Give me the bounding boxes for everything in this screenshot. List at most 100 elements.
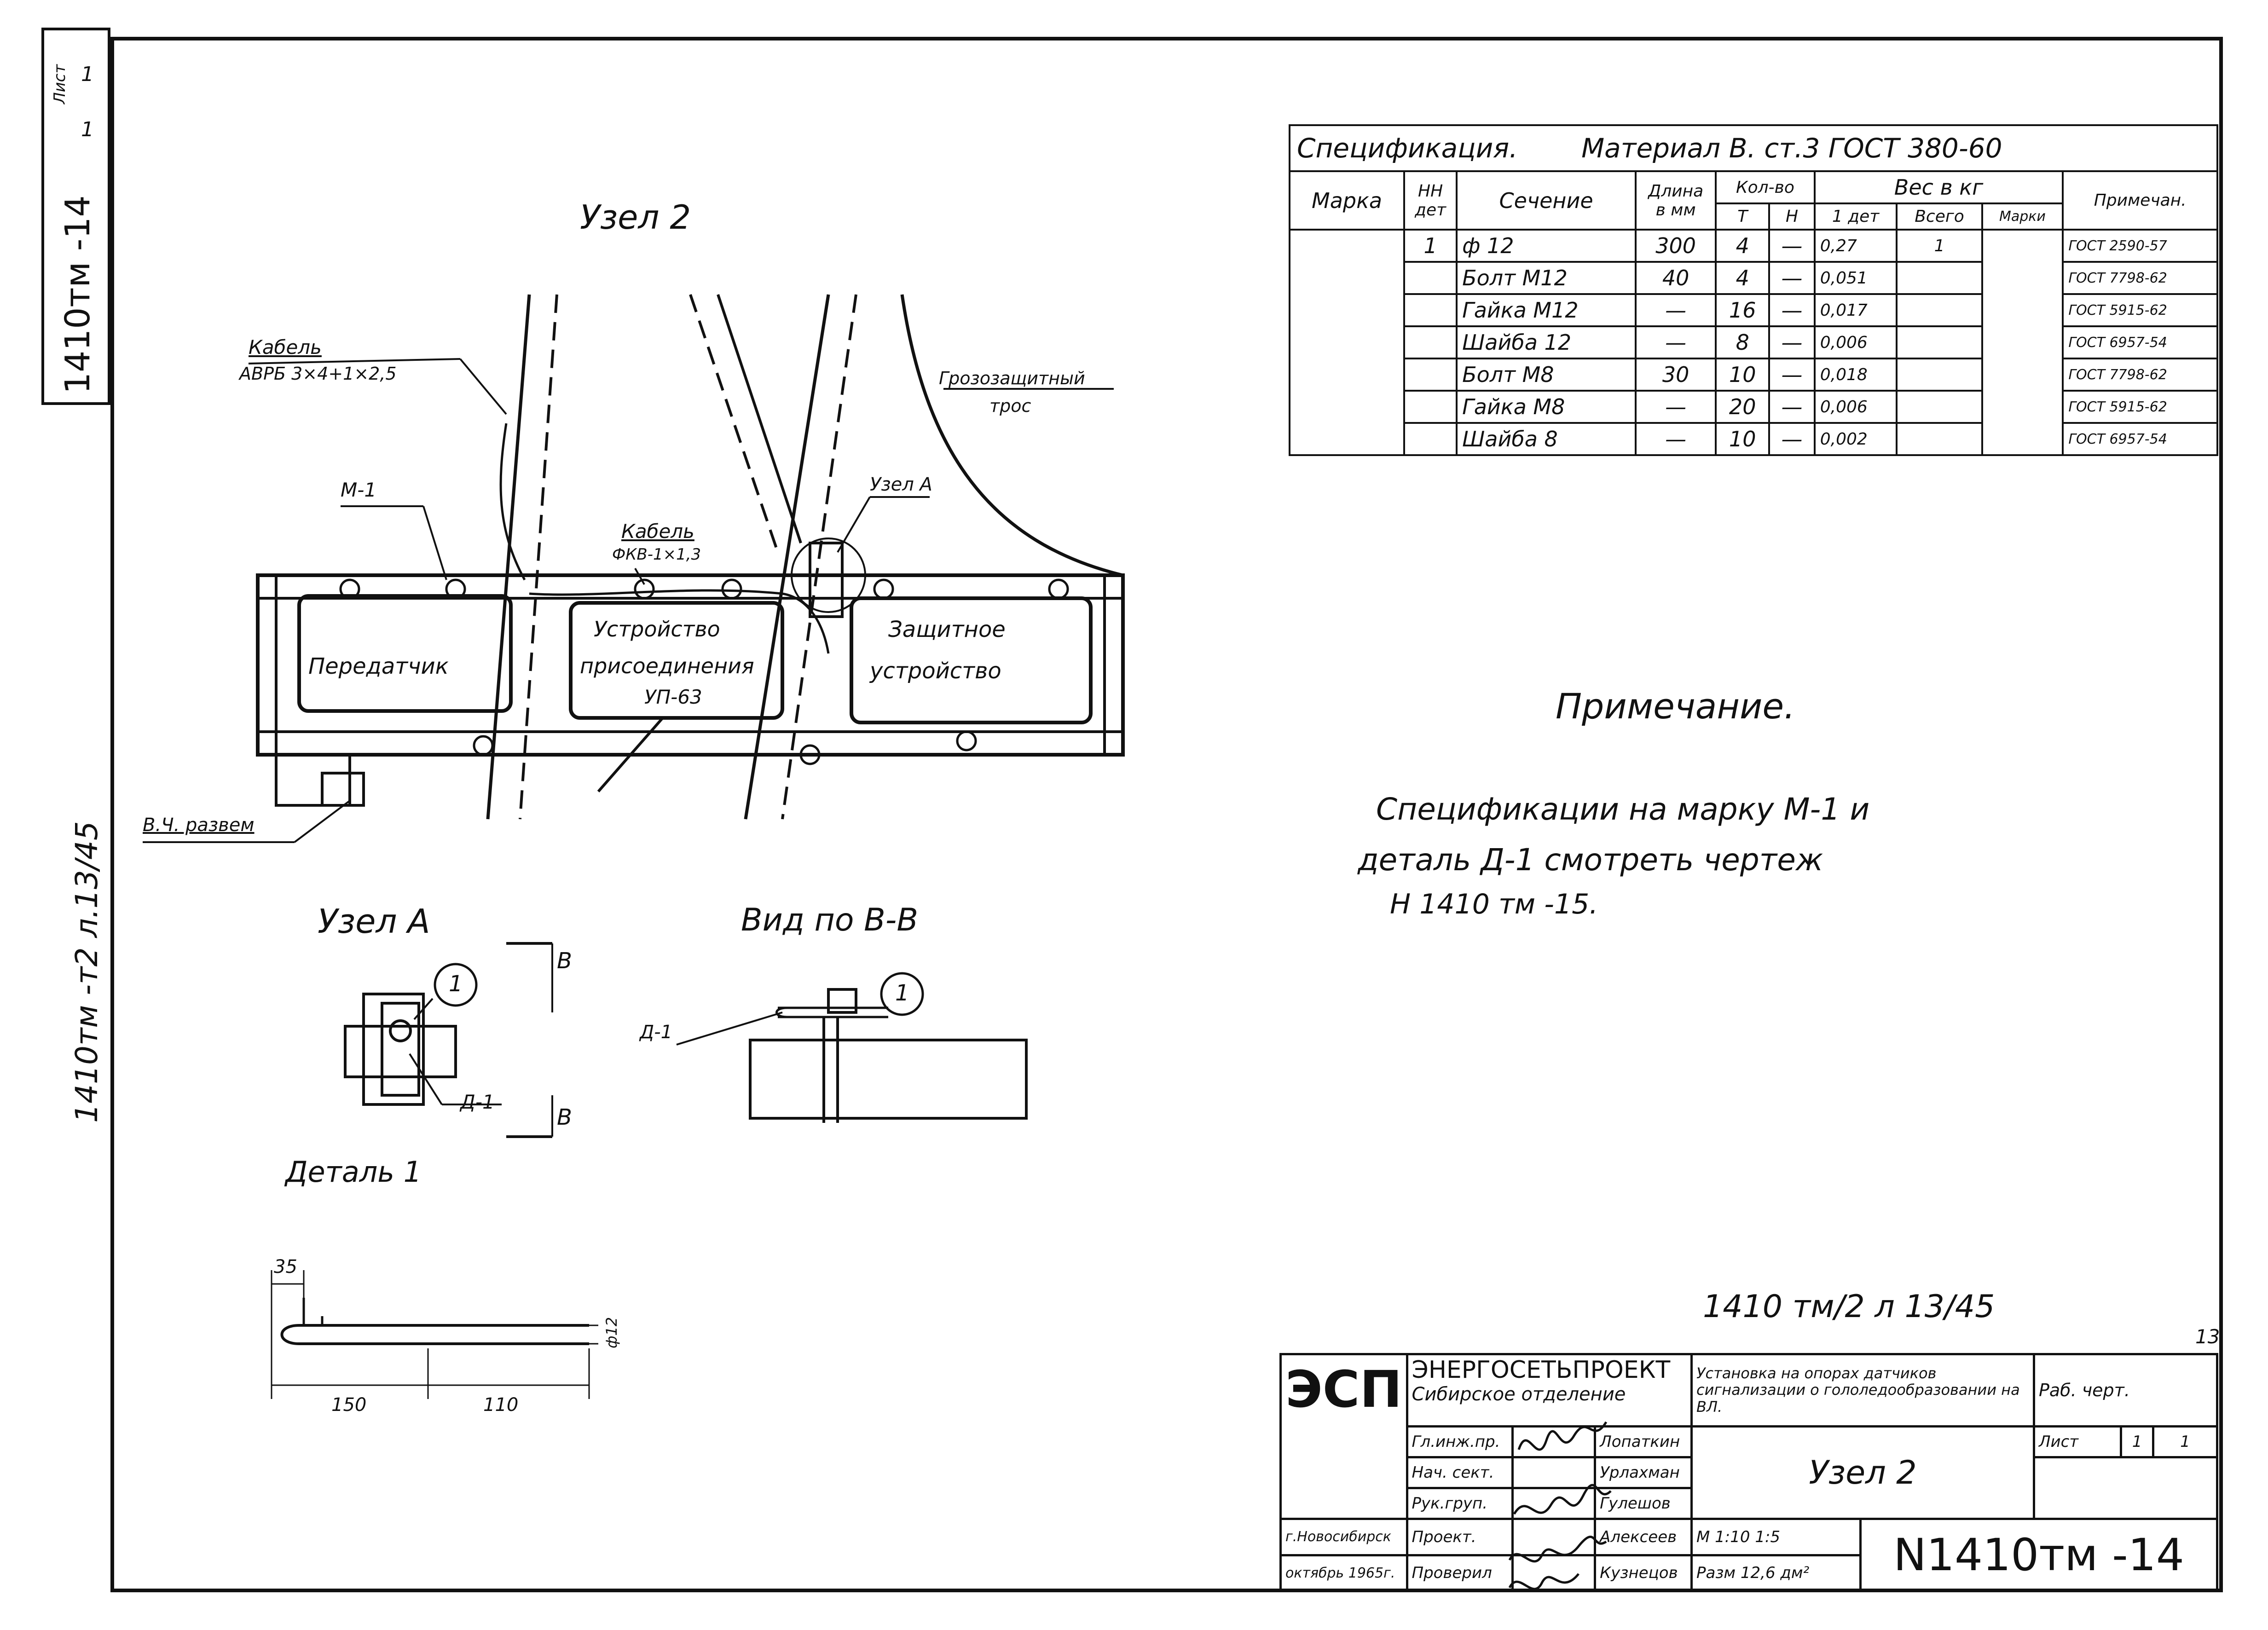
cell-n: —: [1768, 325, 1816, 359]
cell-total: [1896, 325, 1983, 359]
cell-section: Гайка М12: [1456, 293, 1637, 327]
table-row: Болт М8 30 10 — 0,018 ГОСТ 7798-62: [1290, 358, 2218, 392]
cell-n: —: [1768, 390, 1816, 424]
cell-total: [1896, 261, 1983, 295]
node-a-title: Узел А: [318, 902, 430, 941]
box-protect-label-1: Защитное: [888, 617, 1006, 642]
cell-w: 0,051: [1813, 261, 1898, 295]
signature-mark-2: [1513, 1484, 1612, 1515]
th-section: Сечение: [1456, 170, 1637, 231]
date: октябрь 1965г.: [1279, 1554, 1408, 1593]
cell-total: [1896, 358, 1983, 392]
signature-2: [1511, 1487, 1597, 1520]
signature-0: [1511, 1425, 1597, 1458]
cell-note: ГОСТ 7798-62: [2062, 358, 2218, 392]
cell-t: 8: [1715, 325, 1770, 359]
spec-material: Материал В. ст.3 ГОСТ 380-60: [1581, 133, 2002, 164]
rope-label: Грозозащитный: [939, 368, 1085, 388]
cell-n: —: [1768, 293, 1816, 327]
signature-1: [1511, 1456, 1597, 1490]
cell-section: Шайба 8: [1456, 422, 1637, 456]
role-4: Проверил: [1406, 1554, 1514, 1593]
table-row: Гайка М8 — 20 — 0,006 ГОСТ 5915-62: [1290, 390, 2218, 424]
box-coupler-label-3: УП-63: [644, 686, 702, 708]
cell-t: 16: [1715, 293, 1770, 327]
section-mark-top: В: [557, 948, 572, 974]
cable2-label: Кабель: [621, 520, 694, 543]
note-line-2: деталь Д-1 смотреть чертеж: [1358, 842, 1823, 878]
signature-mark-3: [1508, 1536, 1607, 1563]
th-qty-n: Н: [1768, 202, 1816, 231]
role-0: Гл.инж.пр.: [1406, 1425, 1514, 1458]
spec-title-row: Спецификация. Материал В. ст.3 ГОСТ 380-…: [1289, 124, 2218, 172]
org-name: ЭНЕРГОСЕТЬПРОЕКТ: [1412, 1356, 1671, 1384]
cell-t: 4: [1715, 261, 1770, 295]
spec-title: Спецификация.: [1297, 133, 1518, 164]
cell-section: Гайка М8: [1456, 390, 1637, 424]
view-bb-title: Вид по В-В: [741, 902, 918, 938]
cable1-spec: АВРБ 3×4+1×2,5: [239, 364, 397, 384]
dim-110: 110: [483, 1394, 519, 1416]
cell-note: ГОСТ 5915-62: [2062, 293, 2218, 327]
node-a-d1-label: Д-1: [460, 1091, 495, 1113]
sheet-num-2: 1: [81, 118, 94, 141]
cell-total: [1896, 422, 1983, 456]
note-line-1: Спецификации на марку М-1 и: [1376, 792, 1870, 827]
hf-connector-label: В.Ч. развем: [143, 815, 255, 836]
cell-length: —: [1635, 422, 1717, 456]
cell-length: —: [1635, 293, 1717, 327]
sheet-number: 1: [2120, 1425, 2154, 1458]
table-row: Шайба 12 — 8 — 0,006 ГОСТ 6957-54: [1290, 325, 2218, 359]
logo: ЭСП: [1279, 1353, 1408, 1520]
cell-part: [1403, 422, 1458, 456]
name-4: Кузнецов: [1594, 1554, 1693, 1593]
th-note: Примечан.: [2062, 170, 2218, 231]
archive-stamp: 1410 тм/2 л 13/45: [1703, 1289, 1995, 1325]
cell-n: —: [1768, 422, 1816, 456]
mark-weight-cell: [1981, 229, 2064, 456]
signature-mark-1: [1517, 1421, 1608, 1451]
table-row: Шайба 8 — 10 — 0,002 ГОСТ 6957-54: [1290, 422, 2218, 456]
cell-length: —: [1635, 390, 1717, 424]
note-title: Примечание.: [1556, 686, 1795, 727]
city: г.Новосибирск: [1279, 1518, 1408, 1556]
cell-length: —: [1635, 325, 1717, 359]
node-a-callout: 1: [449, 971, 463, 997]
cable1-label: Кабель: [249, 336, 322, 358]
cell-note: ГОСТ 6957-54: [2062, 325, 2218, 359]
cell-section: Шайба 12: [1456, 325, 1637, 359]
org-branch: Сибирское отделение: [1412, 1384, 1626, 1405]
th-w-part: 1 дет: [1813, 202, 1898, 231]
cell-note: ГОСТ 5915-62: [2062, 390, 2218, 424]
role-1: Нач. сект.: [1406, 1456, 1514, 1490]
cell-length: 30: [1635, 358, 1717, 392]
th-w-total: Всего: [1896, 202, 1983, 231]
cell-w: 0,002: [1813, 422, 1898, 456]
th-length: Длина в мм: [1635, 170, 1717, 231]
drawing-frame: [110, 37, 2223, 1592]
view-bb-callout: 1: [895, 980, 909, 1006]
detail1-title: Деталь 1: [285, 1155, 422, 1189]
cell-part: [1403, 390, 1458, 424]
box-protect-label-2: устройство: [870, 658, 1001, 684]
cell-note: ГОСТ 6957-54: [2062, 422, 2218, 456]
node-a-ref: Узел А: [870, 474, 932, 495]
cell-t: 20: [1715, 390, 1770, 424]
dim-150: 150: [331, 1394, 367, 1416]
cell-w: 0,006: [1813, 325, 1898, 359]
cell-note: ГОСТ 7798-62: [2062, 261, 2218, 295]
name-1: Урлахман: [1594, 1456, 1693, 1490]
blank-cell: [2032, 1456, 2219, 1519]
th-part-no: НН дет: [1403, 170, 1458, 231]
box-coupler-label-1: Устройство: [594, 617, 720, 642]
cell-length: 300: [1635, 229, 1717, 263]
section-mark-bottom: В: [557, 1104, 572, 1130]
drawing-title: Узел 2: [1690, 1425, 2035, 1520]
title-block: ЭСП ЭНЕРГОСЕТЬПРОЕКТ Сибирское отделение…: [1279, 1353, 2219, 1593]
cell-length: 40: [1635, 261, 1717, 295]
box-transmitter-label: Передатчик: [308, 653, 449, 679]
th-qty: Кол-во: [1715, 170, 1816, 204]
table-row: 1 ф 12 300 4 — 0,27 1 ГОСТ 2590-57: [1288, 229, 2218, 456]
